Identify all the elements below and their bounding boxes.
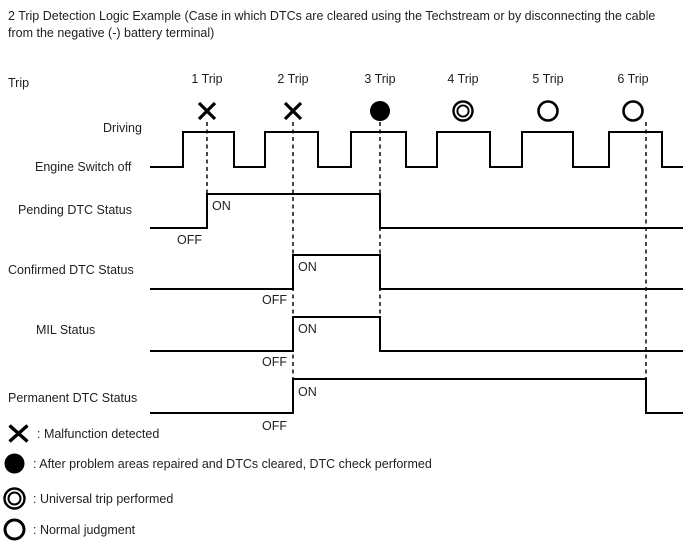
legend-item-dtc-check: : After problem areas repaired and DTCs … <box>2 451 432 476</box>
pending-on-label: ON <box>212 199 231 213</box>
confirmed-on-label: ON <box>298 260 317 274</box>
trip-label-5: 5 Trip <box>532 72 564 86</box>
mil-status-label: MIL Status <box>36 323 96 337</box>
legend-item-normal-judgment: : Normal judgment <box>2 517 135 542</box>
trip-label-6: 6 Trip <box>617 72 649 86</box>
permanent-dtc-status-label: Permanent DTC Status <box>8 391 138 405</box>
trip-reference-dashed-lines <box>206 122 647 379</box>
mil-on-label: ON <box>298 322 317 336</box>
confirmed-off-label: OFF <box>262 293 287 307</box>
dtc-check-filled-circle-icon <box>370 101 390 121</box>
confirmed-dtc-status-label: Confirmed DTC Status <box>8 263 134 277</box>
driving-waveform <box>150 131 683 168</box>
pending-off-label: OFF <box>177 233 202 247</box>
malfunction-x-icon <box>283 101 303 121</box>
malfunction-x-icon <box>8 424 29 443</box>
waveforms <box>150 131 683 414</box>
malfunction-x-icon <box>197 101 217 121</box>
legend-text-malfunction: : Malfunction detected <box>37 426 160 441</box>
trip-symbols <box>197 100 644 122</box>
trip-label-3: 3 Trip <box>364 72 396 86</box>
pending-dtc-status-label: Pending DTC Status <box>18 203 132 217</box>
legend-text-normal-judgment: : Normal judgment <box>33 522 136 537</box>
normal-judgment-circle-icon <box>622 100 644 122</box>
mil-off-label: OFF <box>262 355 287 369</box>
legend-text-dtc-check: : After problem areas repaired and DTCs … <box>33 456 432 471</box>
universal-trip-double-circle-icon <box>3 487 26 510</box>
permanent-off-label: OFF <box>262 419 287 433</box>
normal-judgment-circle-icon <box>3 518 26 541</box>
engine-switch-off-label: Engine Switch off <box>35 160 132 174</box>
confirmed-dtc-waveform <box>150 254 683 290</box>
universal-trip-double-circle-icon <box>452 100 474 122</box>
permanent-on-label: ON <box>298 385 317 399</box>
trip-label-2: 2 Trip <box>277 72 309 86</box>
trip-label-1: 1 Trip <box>191 72 223 86</box>
legend-item-universal-trip: : Universal trip performed <box>2 486 173 511</box>
normal-judgment-circle-icon <box>537 100 559 122</box>
trip-label-4: 4 Trip <box>447 72 479 86</box>
pending-dtc-waveform <box>150 193 683 229</box>
dtc-check-filled-circle-icon <box>4 453 25 474</box>
trip-axis-label: Trip <box>8 76 30 90</box>
legend-text-universal-trip: : Universal trip performed <box>33 491 174 506</box>
permanent-dtc-waveform <box>150 378 683 414</box>
diagram-title: 2 Trip Detection Logic Example (Case in … <box>8 9 656 40</box>
mil-status-waveform <box>150 316 683 352</box>
driving-label: Driving <box>103 121 142 135</box>
legend-item-malfunction: : Malfunction detected <box>6 421 159 446</box>
